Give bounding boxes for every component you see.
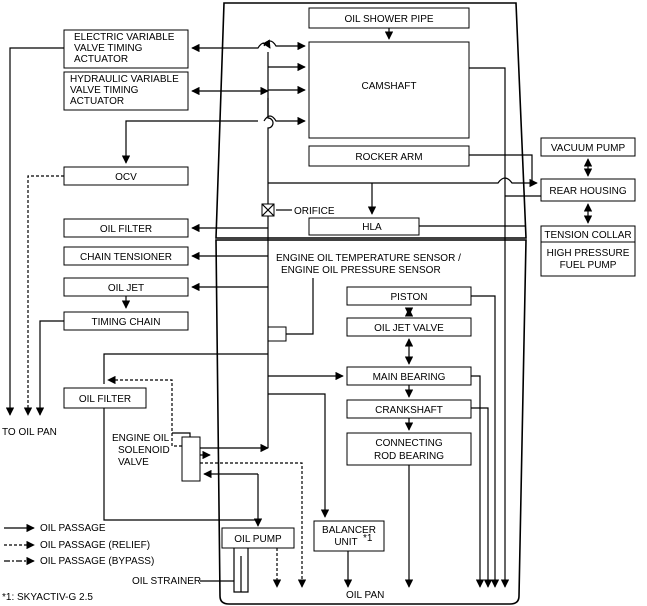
hydraulic-vvt-actuator-box: HYDRAULIC VARIABLE VALVE TIMING ACTUATOR bbox=[63, 71, 189, 111]
ocv-box: OCV bbox=[63, 166, 189, 186]
svg-text:CHAIN TENSIONER: CHAIN TENSIONER bbox=[80, 252, 172, 263]
rocker-arm-box: ROCKER ARM bbox=[308, 145, 470, 167]
crankshaft-box: CRANKSHAFT bbox=[346, 399, 472, 419]
sensor-box bbox=[267, 326, 287, 342]
svg-text:VACUUM PUMP: VACUUM PUMP bbox=[551, 143, 626, 154]
sensor-label-line1: ENGINE OIL TEMPERATURE SENSOR / bbox=[276, 253, 461, 264]
sensor-label-line2: ENGINE OIL PRESSURE SENSOR bbox=[281, 265, 441, 276]
svg-text:ACTUATOR: ACTUATOR bbox=[74, 54, 128, 65]
main-bearing-box: MAIN BEARING bbox=[346, 366, 472, 386]
svg-text:ROD BEARING: ROD BEARING bbox=[374, 451, 444, 462]
legend-oil-passage-bypass: OIL PASSAGE (BYPASS) bbox=[40, 556, 154, 567]
hla-box: HLA bbox=[308, 217, 420, 236]
oil-pan-label: OIL PAN bbox=[346, 590, 384, 601]
timing-chain-box: TIMING CHAIN bbox=[63, 311, 189, 331]
svg-text:OCV: OCV bbox=[115, 172, 137, 183]
solenoid-valve-body bbox=[181, 436, 201, 482]
camshaft-box: CAMSHAFT bbox=[308, 41, 470, 139]
vacuum-pump-box: VACUUM PUMP bbox=[540, 137, 636, 157]
svg-text:OIL PUMP: OIL PUMP bbox=[234, 534, 282, 545]
svg-text:PISTON: PISTON bbox=[390, 292, 427, 303]
svg-text:REAR HOUSING: REAR HOUSING bbox=[549, 186, 626, 197]
cylinder-head-outline bbox=[215, 2, 527, 239]
legend-oil-passage-relief: OIL PASSAGE (RELIEF) bbox=[40, 540, 150, 551]
svg-text:HYDRAULIC VARIABLE: HYDRAULIC VARIABLE bbox=[70, 74, 179, 85]
svg-text:HLA: HLA bbox=[362, 222, 382, 233]
svg-text:OIL FILTER: OIL FILTER bbox=[100, 224, 152, 235]
oil-jet-box: OIL JET bbox=[63, 277, 189, 297]
svg-text:OIL JET VALVE: OIL JET VALVE bbox=[374, 323, 444, 334]
svg-text:CAMSHAFT: CAMSHAFT bbox=[362, 81, 417, 92]
svg-text:TIMING CHAIN: TIMING CHAIN bbox=[92, 317, 161, 328]
solenoid-label-line2: SOLENOID bbox=[118, 445, 170, 456]
svg-text:FUEL PUMP: FUEL PUMP bbox=[560, 260, 617, 271]
svg-text:BALANCER: BALANCER bbox=[322, 525, 376, 536]
oil-filter-upper-box: OIL FILTER bbox=[63, 218, 189, 238]
connecting-rod-bearing-box: CONNECTING ROD BEARING bbox=[346, 432, 472, 466]
svg-text:VALVE TIMING: VALVE TIMING bbox=[70, 85, 139, 96]
svg-text:VALVE TIMING: VALVE TIMING bbox=[74, 43, 143, 54]
piston-box: PISTON bbox=[346, 286, 472, 306]
oil-filter-lower-box: OIL FILTER bbox=[63, 387, 147, 409]
svg-text:OIL JET: OIL JET bbox=[108, 283, 144, 294]
oil-strainer-label: OIL STRAINER bbox=[132, 576, 201, 587]
svg-text:TENSION COLLAR: TENSION COLLAR bbox=[544, 230, 631, 241]
tension-collar-box: TENSION COLLAR HIGH PRESSURE FUEL PUMP bbox=[540, 225, 636, 277]
svg-text:ROCKER ARM: ROCKER ARM bbox=[355, 152, 422, 163]
oil-shower-pipe-box: OIL SHOWER PIPE bbox=[308, 7, 470, 29]
to-oil-pan-label: TO OIL PAN bbox=[2, 427, 57, 438]
cylinder-block-outline bbox=[215, 239, 527, 605]
solenoid-label-line3: VALVE bbox=[118, 457, 149, 468]
svg-text:MAIN BEARING: MAIN BEARING bbox=[373, 372, 446, 383]
balancer-unit-box: BALANCER UNIT *1 bbox=[313, 520, 385, 552]
chain-tensioner-box: CHAIN TENSIONER bbox=[63, 246, 189, 266]
svg-text:HIGH PRESSURE: HIGH PRESSURE bbox=[547, 248, 630, 259]
svg-text:OIL FILTER: OIL FILTER bbox=[79, 394, 131, 405]
electric-vvt-actuator-box: ELECTRIC VARIABLE VALVE TIMING ACTUATOR bbox=[63, 29, 189, 69]
orifice-label: ORIFICE bbox=[294, 206, 335, 217]
legend-oil-passage: OIL PASSAGE bbox=[40, 523, 106, 534]
svg-text:CRANKSHAFT: CRANKSHAFT bbox=[375, 405, 443, 416]
svg-text:*1: *1 bbox=[363, 533, 373, 544]
oil-pump-box: OIL PUMP bbox=[221, 527, 295, 549]
svg-text:CONNECTING: CONNECTING bbox=[375, 438, 442, 449]
footnote: *1: SKYACTIV-G 2.5 bbox=[2, 592, 93, 603]
oil-jet-valve-box: OIL JET VALVE bbox=[346, 317, 472, 337]
svg-text:OIL SHOWER PIPE: OIL SHOWER PIPE bbox=[344, 14, 433, 25]
rear-housing-box: REAR HOUSING bbox=[540, 178, 636, 202]
svg-text:ACTUATOR: ACTUATOR bbox=[70, 96, 124, 107]
legend: OIL PASSAGE OIL PASSAGE (RELIEF) OIL PAS… bbox=[4, 523, 154, 567]
svg-text:ELECTRIC VARIABLE: ELECTRIC VARIABLE bbox=[74, 32, 175, 43]
orifice-symbol bbox=[261, 203, 275, 217]
solenoid-label-line1: ENGINE OIL bbox=[112, 433, 170, 444]
svg-text:UNIT: UNIT bbox=[334, 537, 357, 548]
